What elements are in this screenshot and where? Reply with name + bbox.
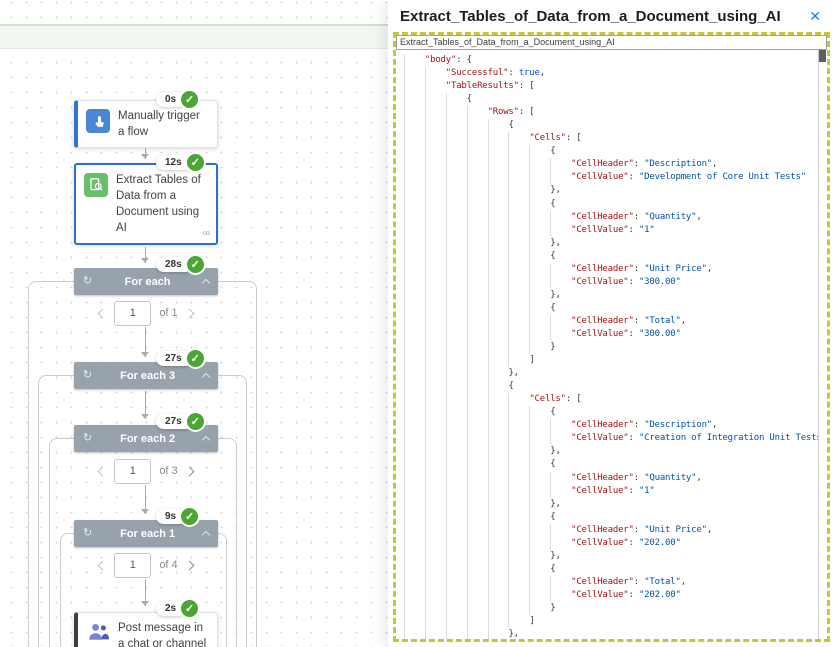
chevron-up-icon[interactable]	[201, 435, 211, 445]
next-page-icon[interactable]	[184, 308, 195, 318]
chevron-up-icon[interactable]	[201, 372, 211, 382]
success-check-icon: ✓	[184, 411, 206, 432]
code-lines: "body": {"Successful": true,"TableResult…	[396, 51, 818, 639]
scrollbar[interactable]	[818, 50, 827, 639]
chevron-up-icon[interactable]	[201, 530, 211, 540]
success-check-icon: ✓	[179, 89, 201, 110]
connector-arrow	[141, 138, 149, 159]
foreach2-pagination: 1 of 3	[74, 458, 218, 484]
foreach-status-badge: 28s ✓	[156, 254, 206, 275]
foreach2-status-badge: 27s ✓	[156, 411, 206, 432]
duration-badge: 28s	[156, 257, 193, 272]
node-label: Post message in a chat or channel	[118, 622, 207, 647]
duration-badge: 12s	[156, 155, 193, 170]
loop-icon: ↻	[83, 369, 93, 381]
canvas-green-band	[0, 24, 388, 49]
node-label: For each 3	[120, 369, 176, 382]
manual-trigger-icon	[86, 109, 110, 133]
page-count-label: of 4	[159, 559, 178, 571]
node-label: Extract Tables of Data from a Document u…	[116, 174, 201, 234]
prev-page-icon[interactable]	[97, 560, 108, 570]
output-panel: Extract_Tables_of_Data_from_a_Document_u…	[388, 0, 836, 647]
duration-badge: 27s	[156, 351, 193, 366]
foreach1-pagination: 1 of 4	[74, 552, 218, 578]
link-icon[interactable]: ∞	[202, 228, 210, 239]
connector-arrow	[141, 391, 149, 419]
flow-canvas[interactable]: 0s ✓ Manually trigger a flow 12s ✓ Extra…	[0, 0, 388, 647]
foreach3-status-badge: 27s ✓	[156, 348, 206, 369]
node-post-message-teams[interactable]: Post message in a chat or channel	[74, 612, 218, 647]
success-check-icon: ✓	[179, 598, 201, 619]
teams-icon	[86, 620, 110, 644]
success-check-icon: ✓	[179, 506, 201, 527]
connector-arrow	[141, 485, 149, 514]
node-label: For each 1	[120, 527, 176, 540]
iteration-input[interactable]: 1	[114, 552, 152, 578]
node-extract-tables-ai[interactable]: Extract Tables of Data from a Document u…	[74, 163, 218, 245]
scrollbar-thumb[interactable]	[819, 50, 826, 62]
panel-title: Extract_Tables_of_Data_from_a_Document_u…	[400, 8, 781, 25]
duration-badge: 27s	[156, 414, 193, 429]
node-label: Manually trigger a flow	[118, 110, 200, 138]
connector-arrow	[141, 247, 149, 263]
action-name-label: Extract_Tables_of_Data_from_a_Document_u…	[396, 35, 827, 50]
post-status-badge: 2s ✓	[156, 598, 201, 619]
connector-arrow	[141, 579, 149, 606]
ai-builder-extract-icon	[84, 173, 108, 197]
prev-page-icon[interactable]	[97, 466, 108, 476]
close-icon[interactable]: ✕	[809, 8, 821, 24]
chevron-up-icon[interactable]	[201, 278, 211, 288]
success-check-icon: ✓	[184, 152, 206, 173]
node-label: For each 2	[120, 432, 176, 445]
loop-icon: ↻	[83, 275, 93, 287]
extract-status-badge: 12s ✓	[156, 152, 206, 173]
page-count-label: of 1	[159, 307, 178, 319]
foreach-pagination: 1 of 1	[74, 300, 218, 326]
page-count-label: of 3	[159, 465, 178, 477]
success-check-icon: ✓	[184, 348, 206, 369]
iteration-input[interactable]: 1	[114, 300, 152, 326]
trigger-status-badge: 0s ✓	[156, 89, 201, 110]
node-for-each-3[interactable]: ↻ For each 3	[74, 362, 218, 389]
next-page-icon[interactable]	[184, 560, 195, 570]
loop-icon: ↻	[83, 527, 93, 539]
node-label: For each	[124, 275, 171, 288]
next-page-icon[interactable]	[184, 466, 195, 476]
loop-icon: ↻	[83, 432, 93, 444]
iteration-input[interactable]: 1	[114, 458, 152, 484]
foreach1-status-badge: 9s ✓	[156, 506, 201, 527]
connector-arrow	[141, 327, 149, 357]
output-highlight-box: Extract_Tables_of_Data_from_a_Document_u…	[393, 32, 830, 642]
prev-page-icon[interactable]	[97, 308, 108, 318]
success-check-icon: ✓	[184, 254, 206, 275]
